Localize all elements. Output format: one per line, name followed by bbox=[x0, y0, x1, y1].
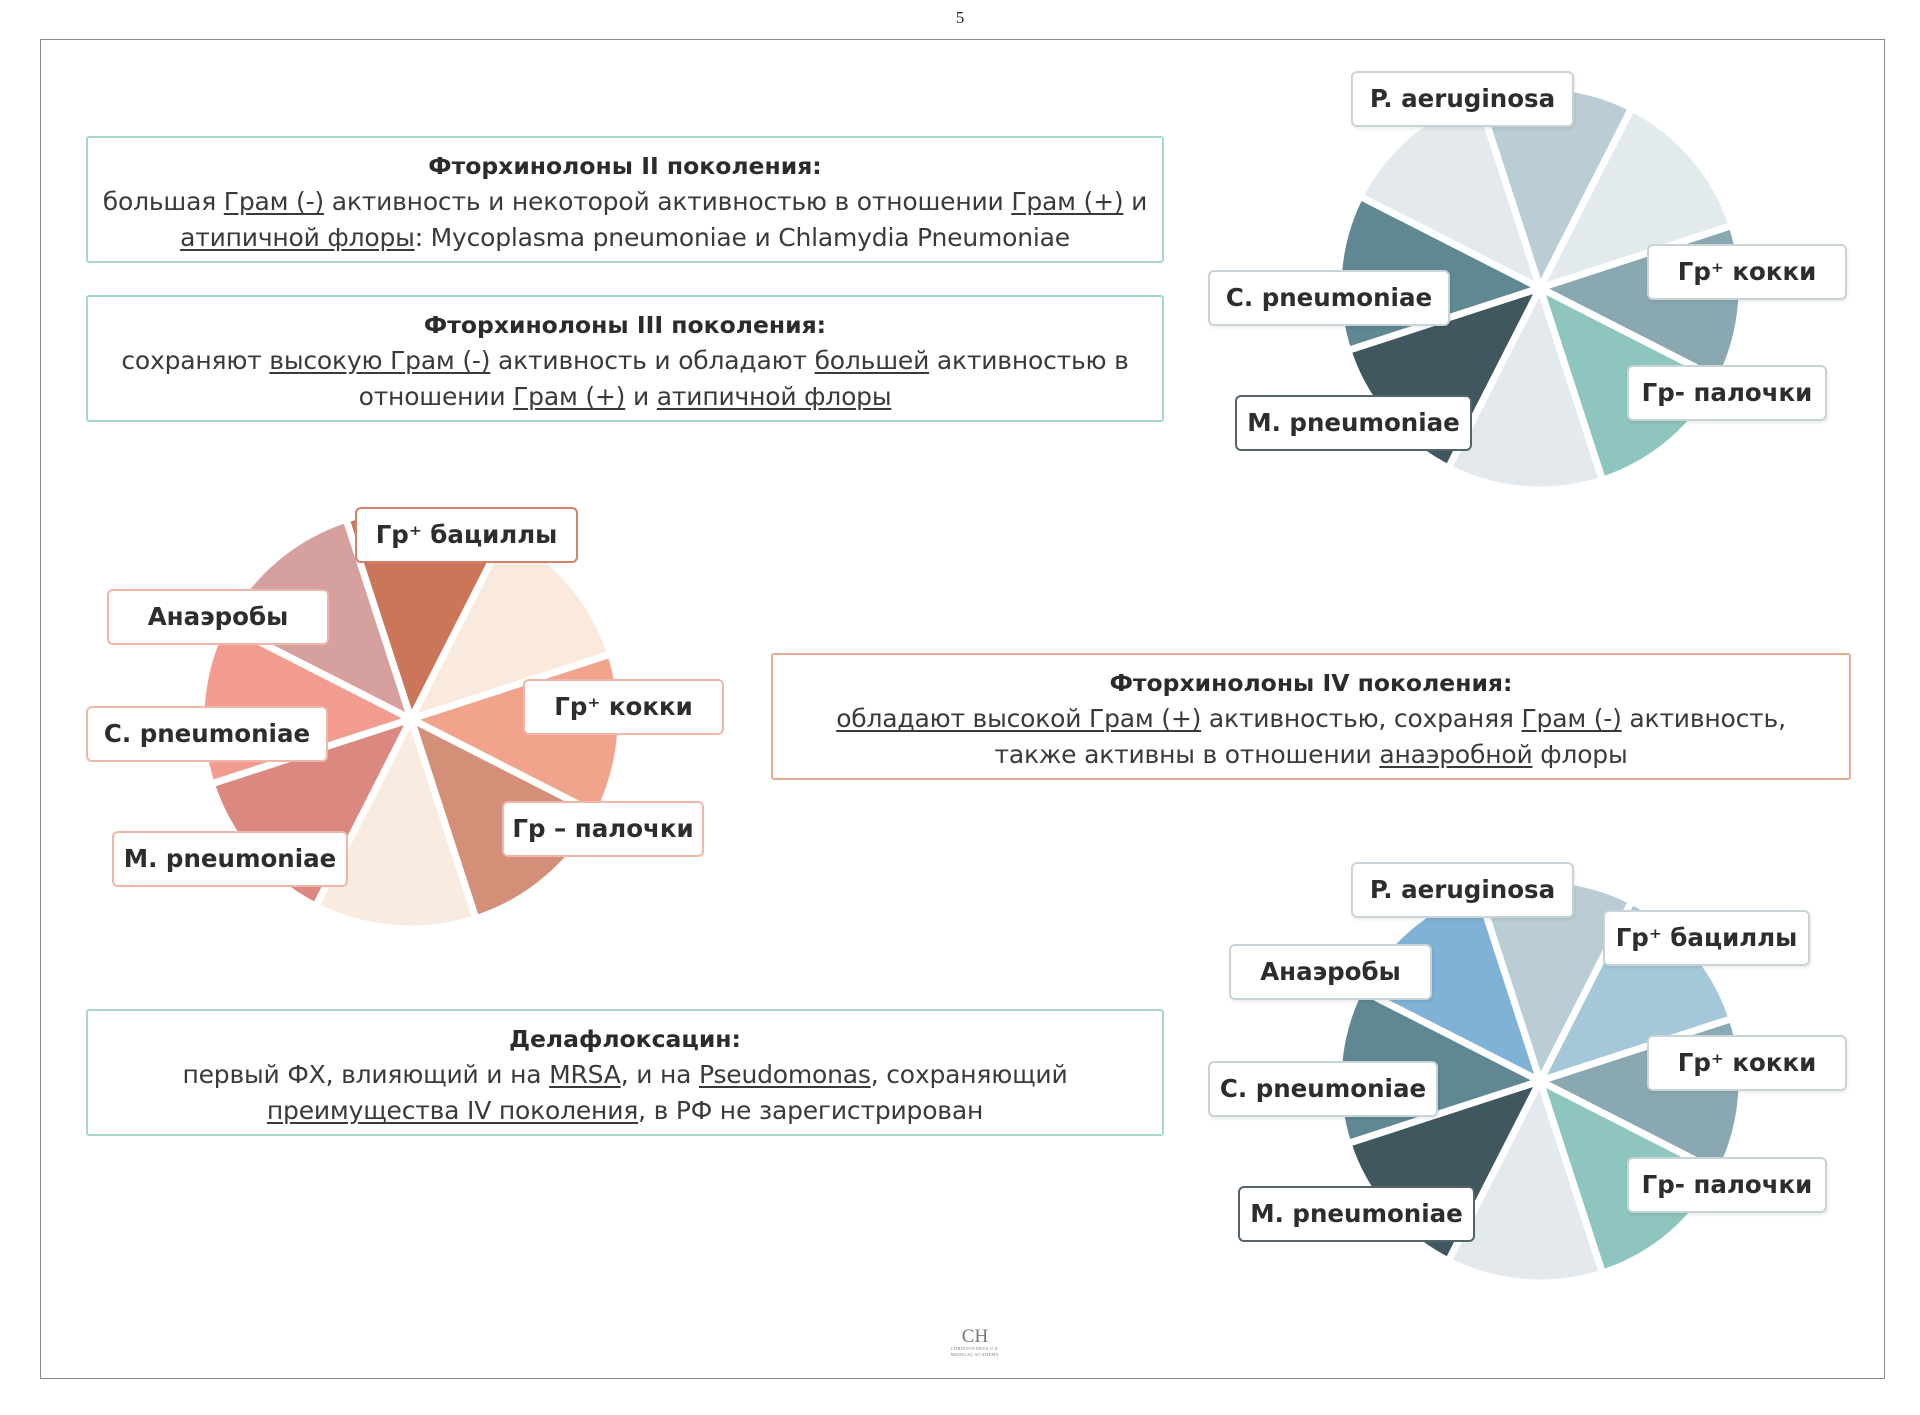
gen3-title: Фторхинолоны III поколения: bbox=[423, 311, 827, 339]
gen4-title: Фторхинолоны IV поколения: bbox=[1109, 669, 1513, 697]
bottom-label-c-pneumoniae: C. pneumoniae bbox=[1208, 1061, 1438, 1117]
logo-name: CHRISTOVNEVA U.S. bbox=[950, 1346, 1000, 1351]
gen4-box: Фторхинолоны IV поколения: обладают высо… bbox=[771, 653, 1851, 780]
gen3-box: Фторхинолоны III поколения: сохраняют вы… bbox=[86, 295, 1164, 422]
bottom-label-gr-minus-rods: Гр- палочки bbox=[1627, 1157, 1827, 1213]
top-label-c-pneumoniae: C. pneumoniae bbox=[1208, 270, 1450, 326]
pie-slice bbox=[1536, 104, 1736, 292]
bottom-label-p-aeruginosa: P. aeruginosa bbox=[1351, 862, 1574, 918]
gen3-line-1: сохраняют высокую Грам (-) активность и … bbox=[121, 346, 1129, 375]
logo-tagline: MEDICAL ACADEMY bbox=[950, 1352, 1000, 1357]
footer-logo: CH CHRISTOVNEVA U.S. MEDICAL ACADEMY bbox=[930, 1326, 1020, 1358]
left-label-anaerobes: Анаэробы bbox=[107, 589, 329, 645]
left-label-m-pneumoniae: M. pneumoniae bbox=[112, 831, 348, 887]
delafloxacin-box: Делафлоксацин: первый ФХ, влияющий и на … bbox=[86, 1009, 1164, 1136]
delafloxacin-line-1: первый ФХ, влияющий и на MRSA, и на Pseu… bbox=[182, 1060, 1068, 1089]
gen3-line-2: отношении Грам (+) и атипичной флоры bbox=[358, 382, 892, 411]
gen4-line-2: также активны в отношении анаэробной фло… bbox=[994, 740, 1628, 769]
top-label-m-pneumoniae: M. pneumoniae bbox=[1235, 395, 1472, 451]
pie-slice bbox=[1444, 284, 1606, 494]
delafloxacin-title: Делафлоксацин: bbox=[509, 1025, 741, 1053]
pie-slice bbox=[1444, 1077, 1606, 1287]
page-frame bbox=[40, 39, 1885, 1379]
gen4-line-1: обладают высокой Грам (+) активностью, с… bbox=[836, 704, 1786, 733]
top-label-gr-plus-cocci: Гр⁺ кокки bbox=[1647, 244, 1847, 300]
page-number: 5 bbox=[955, 8, 965, 27]
gen2-title: Фторхинолоны II поколения: bbox=[428, 152, 822, 180]
left-label-c-pneumoniae: C. pneumoniae bbox=[86, 706, 328, 762]
left-label-gr-plus-cocci: Гр⁺ кокки bbox=[523, 679, 724, 735]
bottom-label-gr-plus-cocci: Гр⁺ кокки bbox=[1647, 1035, 1847, 1091]
gen2-box: Фторхинолоны II поколения: большая Грам … bbox=[86, 136, 1164, 263]
gen2-line-1: большая Грам (-) активность и некоторой … bbox=[102, 187, 1148, 216]
left-label-gr-minus-rods: Гр – палочки bbox=[502, 801, 704, 857]
top-label-p-aeruginosa: P. aeruginosa bbox=[1351, 71, 1574, 127]
delafloxacin-line-2: преимущества IV поколения, в РФ не зарег… bbox=[266, 1096, 984, 1125]
left-label-gr-plus-bacilli: Гр⁺ бациллы bbox=[355, 507, 578, 563]
logo-monogram: CH bbox=[961, 1326, 989, 1347]
bottom-label-gr-plus-bacilli: Гр⁺ бациллы bbox=[1603, 910, 1810, 966]
pie-slice bbox=[312, 715, 480, 933]
bottom-label-m-pneumoniae: M. pneumoniae bbox=[1238, 1186, 1475, 1242]
gen2-line-2: атипичной флоры: Mycoplasma pneumoniae и… bbox=[180, 223, 1070, 252]
bottom-label-anaerobes: Анаэробы bbox=[1229, 944, 1432, 1000]
top-label-gr-minus-rods: Гр- палочки bbox=[1627, 365, 1827, 421]
